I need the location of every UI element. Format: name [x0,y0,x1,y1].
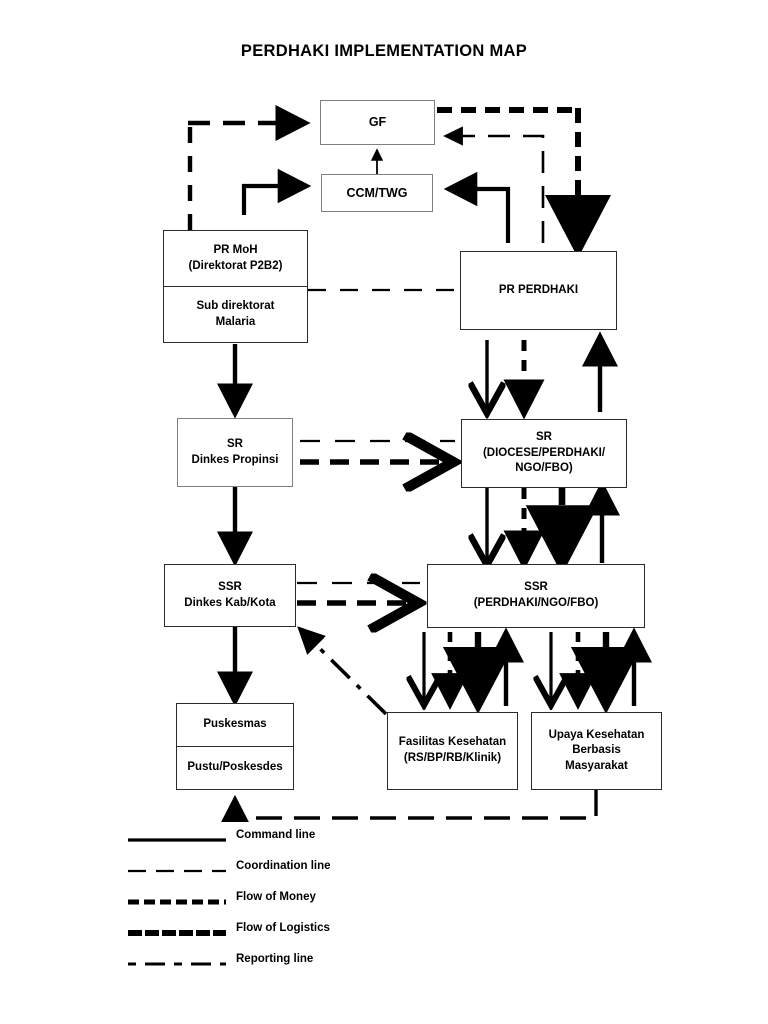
legend-label-flow-of-money: Flow of Money [236,891,316,903]
node-pr-moh-sub: Sub direktorat Malaria [164,286,307,342]
legend-swatch-thin-dash [128,869,226,873]
node-sr-diocese[interactable]: SR (DIOCESE/PERDHAKI/ NGO/FBO) [461,419,627,488]
node-ssr-perdhaki-line1: SSR [524,581,548,594]
node-pr-moh-sub1: Sub direktorat [196,299,275,312]
node-sr-dinkes-line1: SR [227,437,243,450]
legend-label-reporting-line: Reporting line [236,953,314,965]
legend-swatch-thick-short-dash [128,899,226,905]
node-ssr-perdhaki[interactable]: SSR (PERDHAKI/NGO/FBO) [427,564,645,628]
node-ssr-dinkes-label: SSR Dinkes Kab/Kota [165,565,295,626]
node-ccm-twg-label: CCM/TWG [346,185,408,200]
legend-label-coordination-line: Coordination line [236,860,331,872]
node-ssr-dinkes-line2: Dinkes Kab/Kota [184,596,276,609]
node-fasilitas-line2: (RS/BP/RB/Klinik) [403,752,502,764]
node-ccm-twg[interactable]: CCM/TWG [321,174,433,212]
node-puskesmas-label: Puskesmas [203,718,267,731]
legend-label-command-line: Command line [236,829,316,841]
legend-label-flow-of-logistics: Flow of Logistics [236,922,330,934]
coordination-prmoh-to-ccm [241,168,312,215]
node-ssr-perdhaki-line2: (PERDHAKI/NGO/FBO) [473,597,599,609]
reporting-upaya-to-puskesmas [221,790,598,823]
node-sr-diocese-line3: NGO/FBO) [515,462,573,475]
node-fasilitas-label: Fasilitas Kesehatan (RS/BP/RB/Klinik) [388,713,517,789]
reporting-fasilitas-to-ssrdinkes [297,626,388,716]
node-fasilitas-kesehatan[interactable]: Fasilitas Kesehatan (RS/BP/RB/Klinik) [387,712,518,790]
node-sr-diocese-label: SR (DIOCESE/PERDHAKI/ NGO/FBO) [462,420,626,487]
node-upaya-line1: Upaya Kesehatan [548,728,645,741]
node-pr-moh-sub2: Malaria [215,315,256,328]
legend-swatch-solid [128,838,226,842]
node-pustu-poskesdes-label: Pustu/Poskesdes [177,746,293,789]
node-sr-dinkes-propinsi-label: SR Dinkes Propinsi [178,419,292,486]
node-ssr-dinkes-kab-kota[interactable]: SSR Dinkes Kab/Kota [164,564,296,627]
node-gf-label: GF [368,115,387,130]
node-ssr-dinkes-line1: SSR [218,580,242,593]
node-sr-diocese-line1: SR [536,431,552,444]
node-pr-moh-line2: (Direktorat P2B2) [188,259,283,272]
node-upaya-line3: Masyarakat [565,759,628,772]
node-fasilitas-line1: Fasilitas Kesehatan [398,736,507,749]
node-sr-dinkes-propinsi[interactable]: SR Dinkes Propinsi [177,418,293,487]
node-sr-diocese-line2: (DIOCESE/PERDHAKI/ [482,446,606,459]
node-puskesmas[interactable]: Puskesmas Pustu/Poskesdes [176,703,294,790]
node-upaya-kesehatan[interactable]: Upaya Kesehatan Berbasis Masyarakat [531,712,662,790]
reporting-prperdhaki-to-gf [443,126,545,243]
node-upaya-label: Upaya Kesehatan Berbasis Masyarakat [532,713,661,789]
node-pr-perdhaki-label: PR PERDHAKI [498,283,579,296]
page-title: PERDHAKI IMPLEMENTATION MAP [240,42,528,60]
coordination-prperdhaki-to-ccm [443,171,511,243]
node-ssr-perdhaki-label: SSR (PERDHAKI/NGO/FBO) [428,565,644,627]
node-sr-dinkes-line2: Dinkes Propinsi [191,453,279,466]
node-pr-moh-label: PR MoH (Direktorat P2B2) [164,231,307,286]
legend-swatch-dash-dot [128,962,226,966]
legend-swatch-thick-long-dash [128,930,226,936]
node-gf[interactable]: GF [320,100,435,145]
node-upaya-line2: Berbasis [572,744,621,757]
node-pr-moh-line1: PR MoH [213,243,258,256]
node-pr-perdhaki[interactable]: PR PERDHAKI [460,251,617,330]
reporting-prmoh-to-gf [187,104,311,230]
node-pr-moh[interactable]: PR MoH (Direktorat P2B2) Sub direktorat … [163,230,308,343]
